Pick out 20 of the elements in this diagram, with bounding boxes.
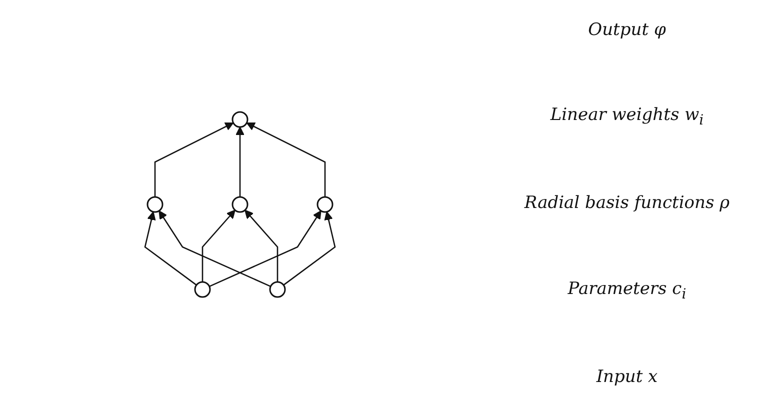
arrow <box>246 122 326 197</box>
arrow <box>283 211 336 286</box>
node-circle <box>232 111 248 128</box>
arrow <box>154 122 234 197</box>
node-circle <box>232 196 248 213</box>
arrow <box>244 210 278 282</box>
layer-label: Output φ <box>588 20 666 40</box>
arrow <box>144 211 197 286</box>
node-circle <box>194 281 211 298</box>
layer-label: Parameters c$_{i}$ <box>568 278 686 302</box>
arrow <box>202 210 236 282</box>
arrow <box>209 210 322 288</box>
arrow <box>236 126 244 197</box>
layer-label: Linear weights w$_{i}$ <box>550 105 704 128</box>
node-circle <box>269 281 286 298</box>
layer-label: Input x <box>596 366 658 387</box>
node-circle <box>316 196 334 213</box>
layer-label: Radial basis functions ρ <box>524 193 730 214</box>
arrow <box>158 210 271 288</box>
node-circle <box>146 196 164 213</box>
